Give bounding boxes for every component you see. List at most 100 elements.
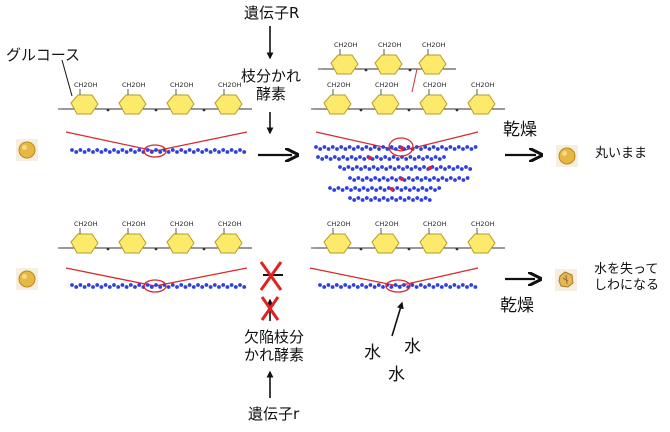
label-result-wrinkled-line1: 水を失って — [594, 262, 659, 277]
chain-bead — [452, 283, 457, 287]
branch-link — [411, 68, 418, 93]
seed-wrinkle — [562, 274, 569, 285]
chain-bead — [328, 186, 332, 190]
top-left-chain-oxygen — [106, 108, 110, 112]
chain-bead — [404, 157, 409, 161]
label-defective-enzyme: 欠陥枝分 かれ酵素 — [236, 328, 312, 364]
chain-bead — [120, 148, 125, 152]
chain-bead — [364, 196, 369, 200]
ring-label: CH2OH — [122, 81, 146, 89]
label-drying-top: 乾燥 — [503, 120, 537, 140]
branch-point — [400, 177, 404, 181]
chain-bead — [434, 167, 439, 171]
chain-bead — [332, 155, 337, 159]
chain-bead — [405, 165, 410, 169]
ring-label: CH2OH — [327, 81, 351, 89]
chain-bead — [332, 188, 337, 192]
chain-bead — [393, 147, 398, 151]
chain-bead — [456, 145, 461, 149]
blocked-cross-icon — [260, 296, 280, 321]
chain-bead — [78, 283, 83, 287]
chain-bead — [381, 176, 386, 180]
chain-bead — [78, 148, 83, 152]
glucose-ring — [70, 94, 99, 115]
chain-bead — [322, 145, 327, 149]
chain-bead — [128, 148, 133, 152]
chain-bead — [389, 285, 394, 289]
top-left-chain-ring: CH2OH — [118, 81, 147, 115]
chain-bead — [225, 285, 230, 289]
top-right-red-v — [315, 131, 479, 152]
chain-bead — [204, 283, 209, 287]
seed-highlight — [22, 274, 27, 279]
label-branching-enzyme: 枝分かれ 酵素 — [236, 67, 306, 103]
glucose-ring — [323, 233, 352, 254]
chain-bead — [149, 285, 154, 289]
chain-bead — [348, 176, 352, 180]
label-water-2: 水 — [404, 337, 421, 357]
chain-bead — [112, 148, 116, 152]
chain-bead — [360, 147, 365, 151]
chain-bead — [372, 285, 377, 289]
chain-bead — [347, 145, 352, 149]
chain-bead — [382, 188, 387, 192]
chain-bead — [367, 167, 372, 171]
chain-bead — [166, 150, 171, 154]
chain-bead — [453, 178, 457, 182]
chain-bead — [145, 283, 150, 287]
chain-bead — [183, 285, 188, 289]
chain-bead — [337, 157, 341, 161]
chain-bead — [318, 283, 322, 287]
chain-bead — [352, 198, 357, 202]
top-right-amylopectin-6 — [348, 196, 432, 202]
chain-bead — [370, 186, 374, 190]
top-branch-chain-ring: CH2OH — [330, 41, 359, 75]
chain-bead — [86, 148, 91, 152]
chain-bead — [427, 178, 432, 182]
top-right-amylopectin-1 — [314, 145, 478, 151]
top-left-ellipse — [143, 144, 167, 158]
top-left-red-v — [65, 131, 248, 152]
chain-bead — [128, 283, 133, 287]
ring-label: CH2OH — [170, 81, 194, 89]
top-left-chain-oxygen — [202, 108, 206, 112]
chain-bead — [391, 155, 396, 159]
seed-round-icon — [556, 145, 578, 167]
bottom-right-chain-ring: CH2OH — [419, 220, 448, 254]
chain-bead — [328, 157, 333, 161]
chain-bead — [425, 155, 430, 159]
chain-bead — [229, 283, 234, 287]
chain-bead — [422, 165, 426, 169]
chain-bead — [401, 167, 405, 171]
chain-bead — [418, 283, 423, 287]
chain-bead — [443, 167, 447, 171]
chain-bead — [149, 150, 154, 154]
top-right-amylopectin-4 — [348, 176, 470, 182]
top-branch-chain-oxygen — [364, 68, 368, 72]
chain-bead — [345, 157, 350, 161]
chain-bead — [395, 157, 400, 161]
chain-bead — [465, 145, 470, 149]
chain-bead — [369, 178, 373, 182]
chain-bead — [417, 167, 422, 171]
chain-bead — [433, 188, 437, 192]
chain-bead — [346, 165, 351, 169]
chain-bead — [212, 148, 217, 152]
bottom-right-chain-oxygen — [407, 247, 411, 251]
chain-bead — [91, 285, 95, 289]
chain-bead — [393, 283, 398, 287]
chain-bead — [402, 283, 406, 287]
chain-bead — [412, 186, 416, 190]
chain-bead — [175, 150, 179, 154]
bottom-left-chain-oxygen — [202, 247, 206, 251]
top-right-amylopectin-3 — [338, 165, 473, 171]
chain-bead — [364, 285, 369, 289]
glucose-ring — [70, 233, 99, 254]
chain-bead — [99, 150, 104, 154]
chain-bead — [221, 148, 226, 152]
chain-bead — [166, 285, 171, 289]
ring-label: CH2OH — [375, 81, 399, 89]
top-left-chain-ring: CH2OH — [70, 81, 99, 115]
chain-bead — [414, 285, 419, 289]
